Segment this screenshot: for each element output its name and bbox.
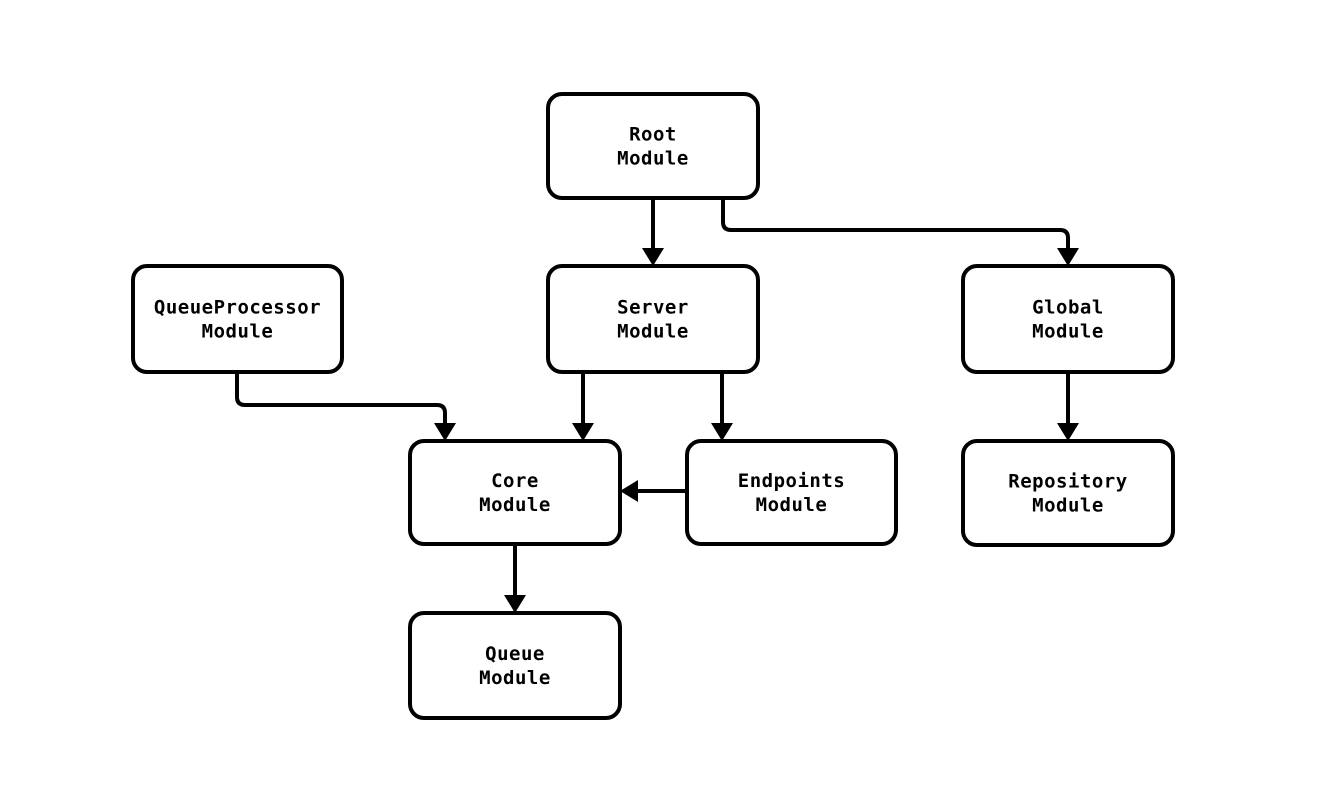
node-box[interactable] <box>131 264 344 374</box>
edge-root-to-server <box>642 198 664 266</box>
edge-line <box>721 198 1070 250</box>
edge-server-to-core <box>572 372 594 441</box>
node-box[interactable] <box>408 439 622 546</box>
edge-global-to-repository <box>1057 372 1079 441</box>
arrowhead-icon <box>711 423 733 441</box>
node-box[interactable] <box>546 92 760 200</box>
node-label-line2: Module <box>202 321 274 343</box>
node-label-line2: Module <box>1032 495 1104 517</box>
node-box[interactable] <box>546 264 760 374</box>
node-box[interactable] <box>961 439 1175 547</box>
node-label-line1: Root <box>629 124 677 146</box>
edge-queueprocessor-to-core <box>235 372 456 441</box>
node-label-line2: Module <box>617 321 689 343</box>
edge-line <box>235 372 447 425</box>
edge-core-to-queue <box>504 544 526 613</box>
node-label-line1: Repository <box>1008 471 1127 493</box>
node-box[interactable] <box>408 611 622 720</box>
arrowhead-icon <box>1057 423 1079 441</box>
node-box[interactable] <box>685 439 898 546</box>
node-label-line1: Queue <box>485 643 545 665</box>
node-label-line1: Core <box>491 470 539 492</box>
edge-endpoints-to-core <box>620 480 687 502</box>
edge-root-to-global <box>721 198 1079 266</box>
node-label-line2: Module <box>479 667 551 689</box>
node-label-line1: QueueProcessor <box>154 297 321 319</box>
node-layer: RootModuleQueueProcessorModuleServerModu… <box>131 92 1175 720</box>
node-label-line2: Module <box>479 494 551 516</box>
arrowhead-icon <box>504 595 526 613</box>
node-label-line2: Module <box>617 148 689 170</box>
node-label-line2: Module <box>756 494 828 516</box>
edge-server-to-endpoints <box>711 372 733 441</box>
node-label-line1: Endpoints <box>738 470 845 492</box>
node-box[interactable] <box>961 264 1175 374</box>
node-label-line2: Module <box>1032 321 1104 343</box>
arrowhead-icon <box>642 248 664 266</box>
node-label-line1: Server <box>617 297 689 319</box>
edge-layer <box>235 198 1079 613</box>
arrowhead-icon <box>1057 248 1079 266</box>
arrowhead-icon <box>572 423 594 441</box>
arrowhead-icon <box>434 423 456 441</box>
arrowhead-icon <box>620 480 638 502</box>
node-label-line1: Global <box>1032 297 1104 319</box>
